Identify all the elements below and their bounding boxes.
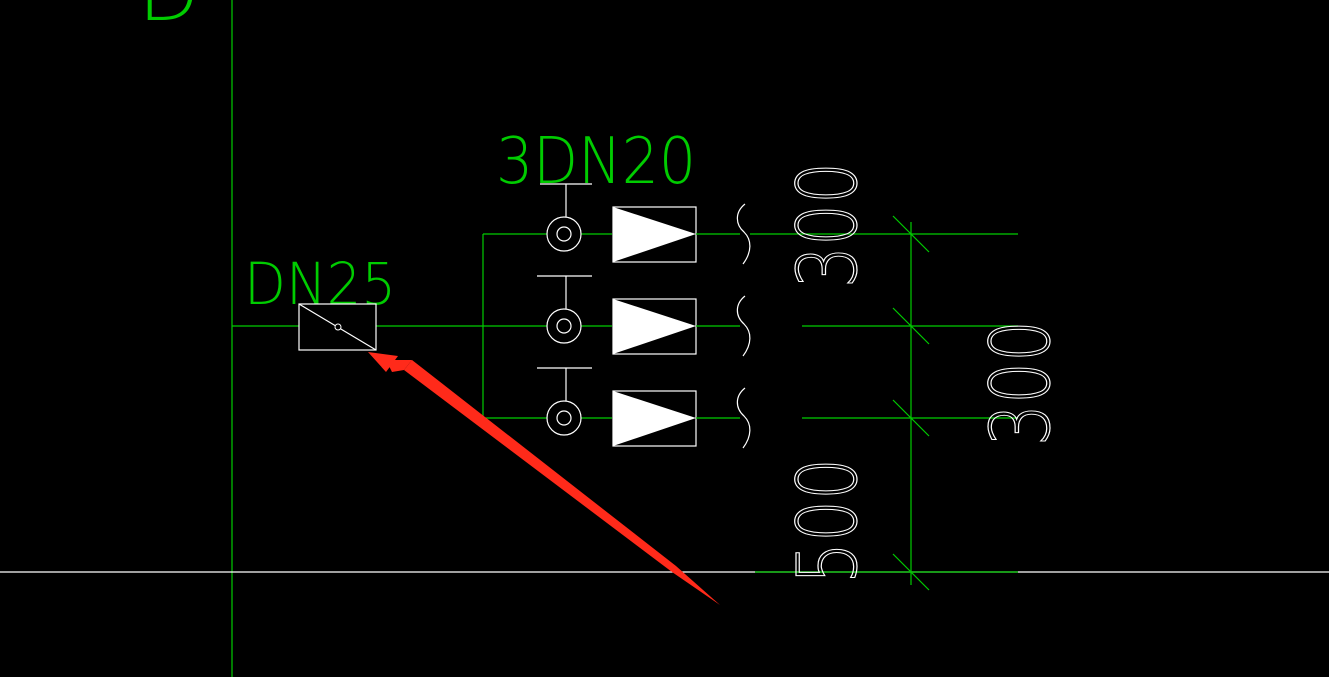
dimension-tick bbox=[892, 307, 930, 345]
gate-valve-icon[interactable] bbox=[546, 216, 582, 252]
red-arrow-icon bbox=[368, 352, 720, 605]
gate-valve-icon[interactable] bbox=[546, 400, 582, 436]
check-valve-triangle-icon[interactable] bbox=[612, 390, 697, 447]
check-valve-triangle-icon[interactable] bbox=[612, 298, 697, 355]
water-meter-icon[interactable] bbox=[298, 303, 377, 351]
dimension-tick bbox=[892, 553, 930, 591]
dimension-upper-spacing: 300 bbox=[781, 162, 876, 288]
dimension-tick bbox=[892, 399, 930, 437]
gate-valve-icon[interactable] bbox=[546, 308, 582, 344]
dimension-middle-spacing: 300 bbox=[974, 320, 1069, 446]
dimension-tick bbox=[892, 215, 930, 253]
branch-pipe-size-label: 3DN20 bbox=[496, 125, 696, 199]
dimension-lower-spacing: 500 bbox=[781, 458, 876, 584]
cut-off-label: D bbox=[138, 0, 200, 39]
flex-hose-bottom bbox=[736, 387, 751, 449]
flex-hose-top bbox=[736, 203, 751, 265]
flex-hose-middle bbox=[736, 295, 751, 357]
check-valve-triangle-icon[interactable] bbox=[612, 206, 697, 263]
